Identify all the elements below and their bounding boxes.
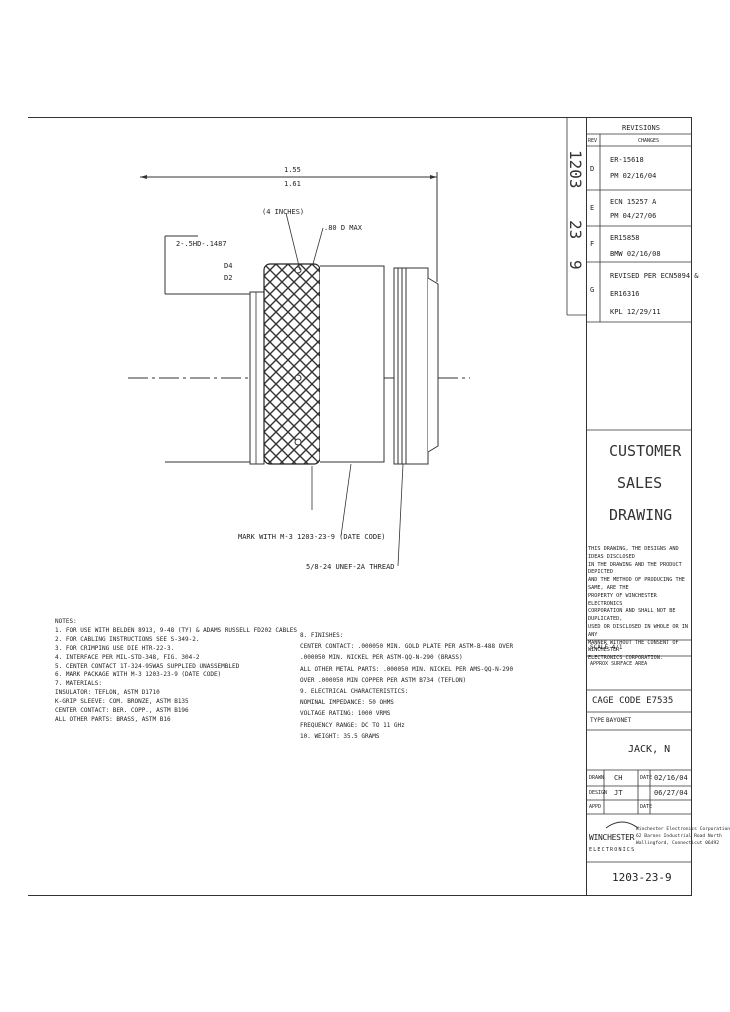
changes-col-header: CHANGES — [638, 138, 660, 144]
company-sub-text: ELECTRONICS — [589, 847, 636, 853]
appd-label: APPD — [589, 804, 602, 810]
drawn-date-label: DATE — [640, 775, 653, 781]
drawing-number: 1203-23-9 — [612, 871, 672, 884]
note-item: CENTER CONTACT: BER. COPP., ASTM B196 — [55, 707, 189, 715]
note-item: ALL OTHER METAL PARTS: .000050 MIN. NICK… — [300, 665, 514, 673]
rev-g-letter: G — [590, 286, 595, 294]
rev-g-line1: REVISED PER ECN5094 & — [610, 272, 699, 280]
note-item: K-GRIP SLEEVE: COM. BRONZE, ASTM B135 — [55, 698, 189, 706]
note-item: 8. FINISHES: — [300, 632, 344, 639]
note-item: CENTER CONTACT: .000050 MIN. GOLD PLATE … — [300, 643, 514, 651]
proprietary-line: CORPORATION AND SHALL NOT BE DUPLICATED, — [588, 608, 676, 623]
company-address: Winchester Electronics Corporation 62 Ba… — [636, 826, 730, 847]
proprietary-line: PROPERTY OF WINCHESTER ELECTRONICS — [588, 592, 657, 607]
company-logo-text: WINCHESTER — [589, 833, 635, 842]
dim-top-label: D4 — [224, 262, 233, 270]
rev-g-line2: ER16316 — [610, 290, 640, 298]
drawn-label: DRAWN — [589, 775, 605, 781]
design-label: DESIGN — [589, 790, 608, 796]
surface-area-label: APPROX SURFACE AREA — [590, 661, 648, 667]
address-line: Winchester Electronics Corporation — [636, 827, 730, 832]
note-item: NOMINAL IMPEDANCE: 50 OHMS — [300, 699, 394, 707]
rev-d-line2: PM 02/16/04 — [610, 172, 657, 180]
proprietary-line: IN THE DRAWING AND THE PRODUCT DEPICTED — [588, 561, 682, 576]
ground-dim-label: 2-.5HD-.1487 — [176, 240, 227, 248]
proprietary-line: USED OR DISCLOSED IN WHOLE OR IN ANY — [588, 623, 688, 638]
drawn-date: 02/16/04 — [654, 774, 688, 782]
type-label: TYPE — [590, 717, 605, 724]
part-name: JACK, N — [628, 744, 671, 755]
rev-e-line1: ECN 15257 A — [610, 198, 657, 206]
flange — [393, 267, 429, 465]
thread-callout: 5/8-24 UNEF-2A THREAD — [306, 563, 395, 571]
knurled-coupling-nut — [263, 263, 321, 465]
border-top-line — [28, 117, 692, 118]
note-item: 5. CENTER CONTACT 1T-324-95WA5 SUPPLIED … — [55, 662, 240, 670]
address-line: 62 Barnes Industrial Road North — [636, 834, 722, 839]
note-item: INSULATOR: TEFLON, ASTM D1710 — [55, 689, 160, 697]
rev-d-line1: ER-15618 — [610, 156, 644, 164]
rev-g-line3: KPL 12/29/11 — [610, 308, 661, 316]
note-item: 3. FOR CRIMPING USE DIE HTR-22-3. — [55, 644, 175, 652]
marking-callout: MARK WITH M-3 1203-23-9 (DATE CODE) — [238, 533, 386, 541]
type-value: BAYONET — [606, 717, 632, 724]
overall-dim-top: 1.55 — [284, 166, 301, 174]
revisions-header: REVISIONS — [622, 124, 660, 132]
rev-f-line1: ER15858 — [610, 234, 640, 242]
max-dia-label: .80 D MAX — [324, 224, 362, 232]
note-item: 2. FOR CABLING INSTRUCTIONS SEE S-349-2. — [55, 635, 200, 643]
proprietary-line: AND THE METHOD OF PRODUCING THE SAME, AR… — [588, 577, 685, 591]
notes-title: NOTES: — [55, 618, 77, 625]
proprietary-line: ELECTRONICS CORPORATION. — [588, 655, 663, 662]
title-block-left-line — [586, 117, 587, 895]
inches-note: (4 INCHES) — [262, 208, 305, 216]
rev-f-line2: BMW 02/16/08 — [610, 250, 661, 258]
note-item: 9. ELECTRICAL CHARACTERISTICS: — [300, 688, 409, 696]
proprietary-line: MANNER WITHOUT THE CONSENT OF WINCHESTER — [588, 639, 679, 654]
dim-bottom-label: D2 — [224, 274, 233, 282]
note-item: 10. WEIGHT: 35.5 GRAMS — [300, 732, 380, 740]
vertical-pn-2: 23 — [566, 220, 585, 240]
note-item: .000050 MIN. NICKEL PER ASTM-QQ-N-290 (B… — [300, 654, 463, 662]
rev-e-line2: PM 04/27/06 — [610, 212, 657, 220]
drawn-by: CH — [614, 774, 623, 782]
appd-date-label: DATE — [640, 804, 653, 810]
title-sales: SALES — [617, 474, 663, 492]
design-date: 06/27/04 — [654, 789, 688, 797]
note-item: 6. MARK PACKAGE WITH M-3 1203-23-9 (DATE… — [55, 671, 222, 679]
note-item: 4. INTERFACE PER MIL-STD-348, FIG. 304-2 — [55, 653, 200, 661]
border-right-line — [691, 117, 692, 895]
note-item: OVER .000050 MIN COPPER PER ASTM B734 (T… — [300, 676, 467, 684]
note-item: 1. FOR USE WITH BELDEN 8913, 9-48 (TY) &… — [55, 626, 298, 634]
rev-f-letter: F — [590, 240, 595, 248]
rev-col-header: REV — [588, 138, 598, 144]
overall-dim-bottom: 1.61 — [284, 180, 301, 188]
note-item: FREQUENCY RANGE: DC TO 11 GHz — [300, 721, 405, 729]
vertical-pn-1: 1203 — [566, 150, 585, 189]
note-item: VOLTAGE RATING: 1000 VRMS — [300, 710, 391, 718]
proprietary-notice: THIS DRAWING, THE DESIGNS AND IDEAS DISC… — [588, 546, 690, 663]
notes-left: NOTES: 1. FOR USE WITH BELDEN 8913, 9-48… — [55, 618, 297, 725]
note-item: 7. MATERIALS: — [55, 680, 102, 688]
title-drawing: DRAWING — [609, 506, 673, 524]
vertical-pn-3: 9 — [566, 260, 585, 270]
note-item: ALL OTHER PARTS: BRASS, ASTM B16 — [55, 715, 171, 723]
title-customer: CUSTOMER — [609, 442, 682, 460]
scale-label: SCALE 4/1 — [590, 644, 623, 651]
notes-right: 8. FINISHES: CENTER CONTACT: .000050 MIN… — [300, 630, 513, 742]
winchester-logo-arc — [605, 821, 639, 829]
address-line: Wallingford, Connecticut 06492 — [636, 841, 719, 846]
rev-d-letter: D — [590, 165, 595, 173]
rev-e-letter: E — [590, 204, 595, 212]
cage-code: CAGE CODE E7535 — [592, 696, 674, 706]
design-by: JT — [614, 789, 623, 797]
proprietary-line: THIS DRAWING, THE DESIGNS AND IDEAS DISC… — [588, 546, 679, 560]
border-bottom-line — [28, 895, 692, 896]
